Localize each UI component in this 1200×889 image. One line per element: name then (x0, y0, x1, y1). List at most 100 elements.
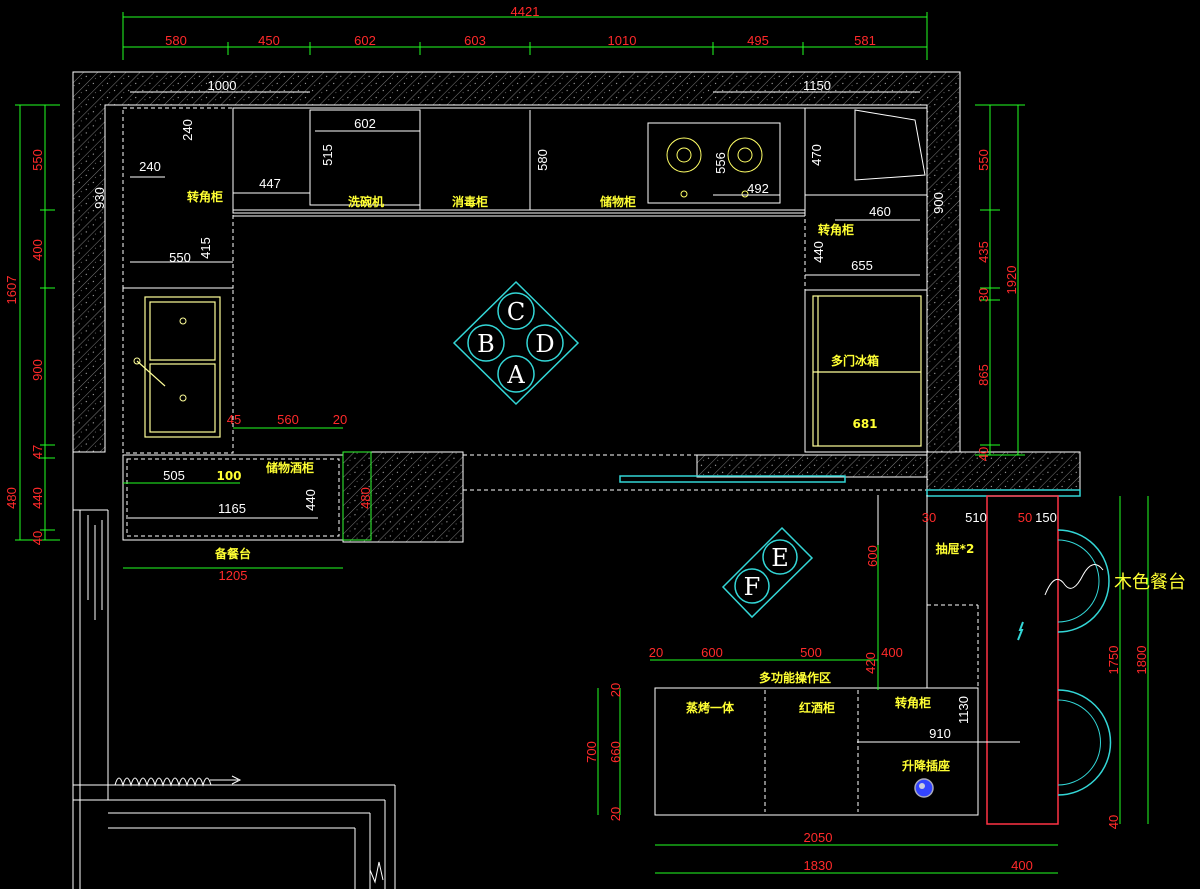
view-letter-c: C (507, 298, 525, 326)
dim-island-20: 20 (608, 683, 623, 697)
left-exterior-structure (72, 452, 396, 889)
dim-wall-480: 480 (358, 487, 373, 509)
dim-sterilizer-depth: 580 (535, 149, 550, 171)
label-corner-cabinet-2: 转角柜 (818, 222, 854, 237)
dim-prep-1205: 1205 (219, 568, 248, 583)
dim-cabinet-505: 505 (163, 468, 185, 483)
walls (72, 71, 1081, 543)
dim-hob-width: 492 (747, 181, 769, 196)
top-dim-3: 602 (354, 33, 376, 48)
dim-island-700: 700 (584, 741, 599, 763)
dim-lower-420: 420 (863, 652, 878, 674)
dim-corner-depth-415: 415 (198, 237, 213, 259)
dim-lower-600: 600 (701, 645, 723, 660)
dim-bottom-2050: 2050 (804, 830, 833, 845)
dim-len-40: 40 (1106, 815, 1121, 829)
dim-gap-447: 447 (259, 176, 281, 191)
view-marker-abcd (452, 280, 580, 406)
view-letter-a: A (506, 361, 525, 389)
top-dim-1: 580 (165, 33, 187, 48)
prep-counter-unit (122, 451, 372, 541)
left-outer-dim: 1607 (4, 276, 19, 305)
right-dim-4: 865 (976, 364, 991, 386)
dim-lower-500: 500 (800, 645, 822, 660)
dim-island-660: 660 (608, 741, 623, 763)
dim-cabinet-100: 100 (216, 469, 241, 483)
dim-right-corner-655: 655 (851, 258, 873, 273)
dim-cabinet-1165: 1165 (218, 501, 246, 516)
label-steam-oven: 蒸烤一体 (686, 700, 735, 715)
left-dim-7: 40 (30, 531, 45, 545)
dim-drawer-30: 30 (922, 510, 936, 525)
dim-top-left-run: 1000 (208, 78, 237, 93)
label-multi-zone: 多功能操作区 (759, 670, 831, 685)
top-dimensions: 4421 580 450 602 603 1010 495 581 (165, 4, 876, 48)
dim-right-corner-440: 440 (811, 241, 826, 263)
dim-len-1750: 1750 (1106, 646, 1121, 675)
fridge-unit (804, 289, 928, 453)
dim-hob-depth: 556 (713, 152, 728, 174)
dim-bottom-400: 400 (1011, 858, 1033, 873)
left-dim-3: 900 (30, 359, 45, 381)
right-dimensions: 1920 550 435 30 865 40 (976, 149, 1019, 461)
dimension-lines (15, 12, 1149, 874)
label-wine-cabinet: 红酒柜 (799, 700, 835, 715)
label-corner-cabinet-3: 转角柜 (895, 695, 931, 710)
right-outer-dim: 1920 (1004, 266, 1019, 295)
view-letter-b: B (477, 330, 495, 358)
dim-len-1800: 1800 (1134, 646, 1149, 675)
left-dim-2: 400 (30, 239, 45, 261)
right-dim-2: 435 (976, 241, 991, 263)
label-dishwasher: 洗碗机 (348, 194, 384, 209)
right-dim-3: 30 (976, 288, 991, 302)
top-dim-2: 450 (258, 33, 280, 48)
dim-cabinet-440: 440 (303, 489, 318, 511)
dim-corner-width-550: 550 (169, 250, 191, 265)
label-storage-cabinet: 储物柜 (600, 194, 636, 209)
dim-corner-depth-930: 930 (92, 187, 107, 209)
dim-corner-depth-240: 240 (180, 119, 195, 141)
view-letter-e: E (771, 544, 789, 572)
dim-drawer-510: 510 (965, 510, 987, 525)
dim-lower-400: 400 (881, 645, 903, 660)
interior-dimensions: 1000 240 240 930 447 550 415 602 515 580… (92, 78, 946, 583)
overall-width-dim: 4421 (511, 4, 540, 19)
dim-560: 560 (277, 412, 299, 427)
dim-45: 45 (227, 412, 241, 427)
top-dim-6: 495 (747, 33, 769, 48)
dim-lower-20: 20 (649, 645, 663, 660)
sink-unit (122, 287, 234, 454)
dining-table (986, 495, 1112, 825)
label-corner-cabinet-1: 转角柜 (187, 189, 223, 204)
dim-drawer-600: 600 (865, 545, 880, 567)
view-letter-d: D (535, 330, 554, 358)
dim-island-20b: 20 (608, 807, 623, 821)
top-cabinet-run (122, 107, 928, 291)
top-dim-5: 1010 (608, 33, 637, 48)
lower-dimensions: 20 600 500 420 400 600 30 510 50 150 113… (584, 510, 1149, 873)
left-dim-5: 480 (4, 487, 19, 509)
view-marker-letters: C B D A E F (477, 298, 789, 601)
dim-len-910: 910 (929, 726, 951, 741)
left-dim-4: 47 (30, 445, 45, 459)
right-dim-5: 40 (976, 447, 991, 461)
dim-bottom-1830: 1830 (804, 858, 833, 873)
label-dining-table: 木色餐台 (1114, 572, 1186, 593)
dim-drawer-50: 50 (1018, 510, 1032, 525)
label-prep-counter: 备餐台 (214, 546, 251, 561)
dim-right-top-depth: 470 (809, 144, 824, 166)
label-wine-storage: 储物酒柜 (266, 460, 314, 475)
label-sterilizer-cabinet: 消毒柜 (452, 194, 488, 209)
right-dim-1: 550 (976, 149, 991, 171)
dim-right-corner-460: 460 (869, 204, 891, 219)
top-dim-7: 581 (854, 33, 876, 48)
dim-fridge-width: 681 (852, 417, 877, 431)
label-fridge: 多门冰箱 (831, 353, 879, 368)
dim-right-top-run: 1150 (803, 78, 831, 93)
left-dimensions: 1607 550 400 900 47 480 440 40 (4, 149, 45, 545)
dim-len-1130: 1130 (956, 696, 971, 724)
dim-corner-width-240: 240 (139, 159, 161, 174)
dim-right-corner-depth: 900 (931, 192, 946, 214)
left-dim-1: 550 (30, 149, 45, 171)
top-dim-4: 603 (464, 33, 486, 48)
